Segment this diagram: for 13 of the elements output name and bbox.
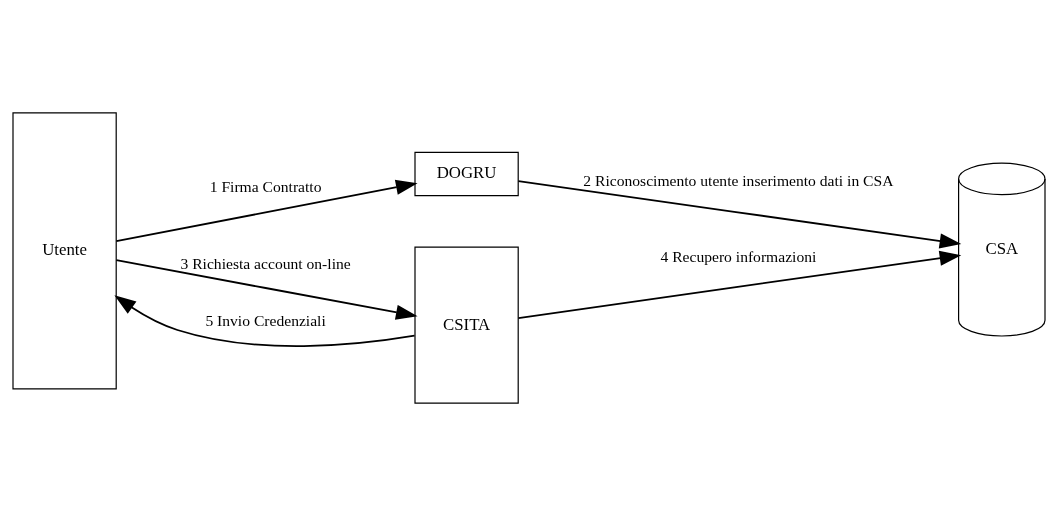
arrow	[517, 250, 962, 319]
arrow	[114, 294, 416, 347]
edge-label: 1 Firma Contratto	[209, 177, 322, 195]
arrow	[115, 179, 418, 242]
edge-label: 3 Richiesta account on-line	[180, 254, 351, 272]
node-box: DOGRU	[414, 151, 519, 196]
edge-label: 4 Recupero informazioni	[660, 247, 817, 265]
arrow	[115, 258, 418, 320]
node-box: CSITA	[414, 246, 519, 404]
node-box: Utente	[12, 111, 117, 389]
arrow	[517, 179, 962, 248]
edge-label: 2 Riconoscimento utente inserimento dati in CSA	[583, 171, 894, 189]
edge-label: 5 Invio Credenziali	[205, 311, 326, 329]
